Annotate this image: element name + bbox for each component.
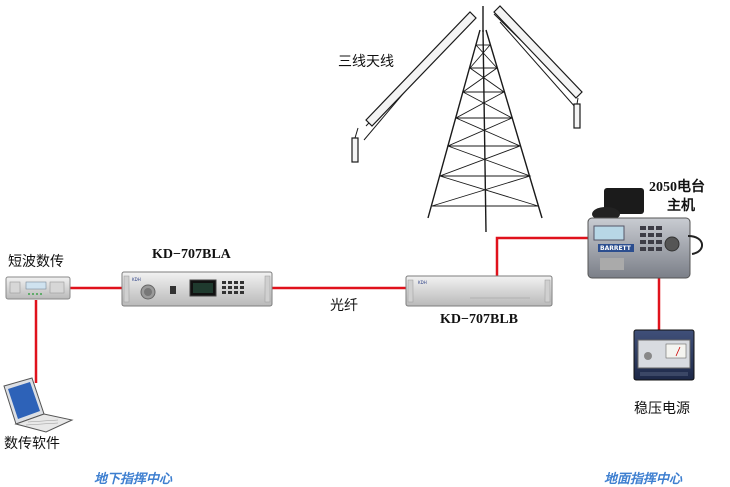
bla-brand-label: KDH xyxy=(132,277,141,282)
radio-label-line2: 主机 xyxy=(667,199,695,214)
link-blb-to-radio xyxy=(495,236,590,276)
power-label: 稳压电源 xyxy=(634,401,690,417)
underground-site-label: 地下指挥中心 xyxy=(94,472,173,487)
shortwave-label: 短波数传 xyxy=(8,254,64,270)
blb-brand-label: KDH xyxy=(418,280,427,285)
radio-brand-label: BARRETT xyxy=(600,245,632,252)
power-supply-device xyxy=(633,329,695,381)
laptop-icon xyxy=(3,377,74,433)
kd707bla-label: KD−707BLA xyxy=(152,247,231,262)
fiber-label: 光纤 xyxy=(330,298,358,314)
kd707blb-label: KD−707BLB xyxy=(440,312,518,327)
radio-label-line1: 2050电台 xyxy=(649,180,705,195)
shortwave-data-unit xyxy=(5,276,71,300)
radio-2050-device: BARRETT xyxy=(587,188,703,279)
link-lines xyxy=(34,236,661,383)
kd707blb-device: KDH xyxy=(405,275,553,307)
software-label: 数传软件 xyxy=(4,436,60,452)
ground-site-label: 地面指挥中心 xyxy=(604,472,683,487)
antenna-tower xyxy=(351,5,583,233)
kd707bla-device: KDH xyxy=(121,271,273,307)
antenna-label: 三线天线 xyxy=(338,54,394,70)
